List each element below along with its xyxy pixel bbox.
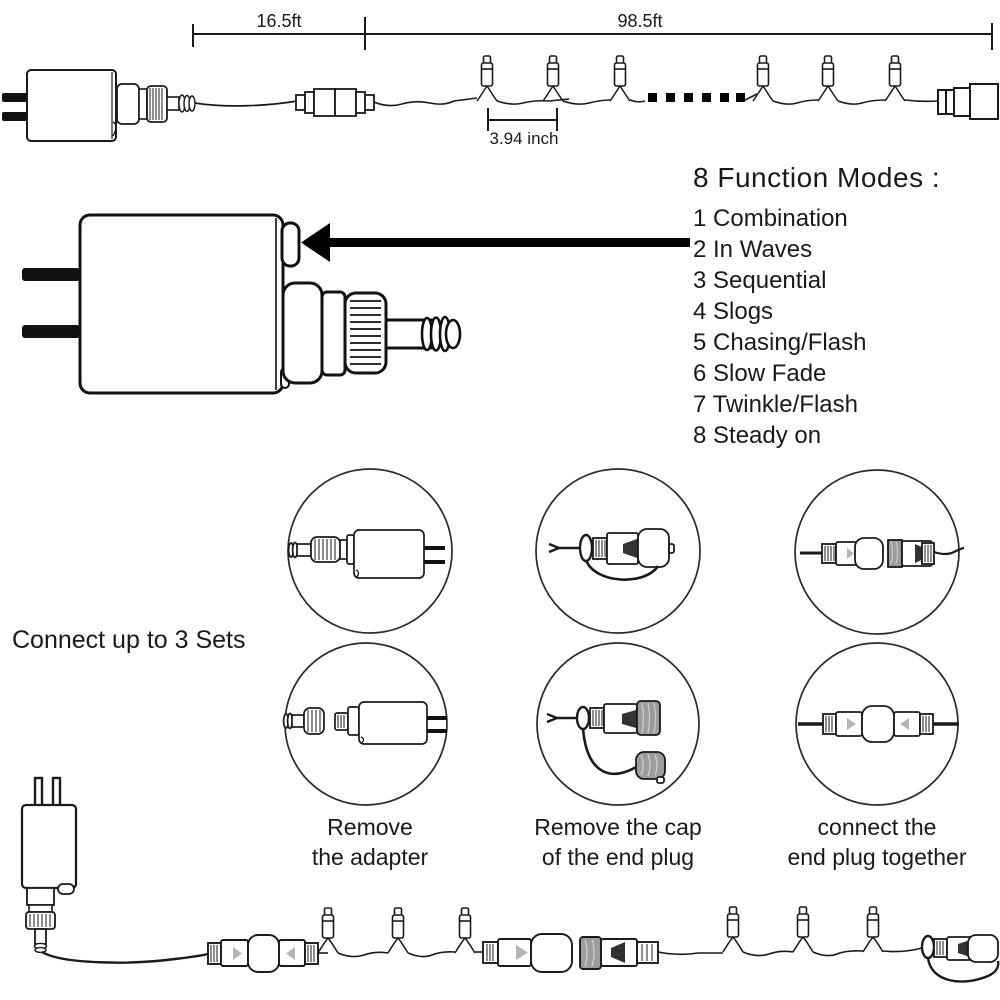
step-circles — [284, 468, 960, 806]
end-plug — [937, 83, 999, 120]
caption-line: Remove — [327, 814, 413, 840]
bulb — [391, 907, 405, 939]
mode-item-2: 2 In Waves — [693, 236, 813, 263]
prong — [22, 325, 80, 338]
adapter-cable — [41, 950, 209, 964]
inline-connector — [295, 88, 375, 117]
adapter-detail-diagram — [22, 213, 690, 395]
lead-wire — [194, 100, 298, 107]
mode-item-7: 7 Twinkle/Flash — [693, 391, 858, 418]
bulb — [796, 906, 810, 938]
mode-item-3: 3 Sequential — [693, 267, 827, 294]
prong — [22, 268, 80, 281]
knob-ribs — [29, 914, 51, 927]
step-caption-remove-adapter: Remove the adapter — [240, 812, 500, 872]
circle-endplug-capped — [548, 528, 675, 581]
adapter-body — [78, 213, 285, 395]
plug-a — [482, 933, 573, 973]
lead-length-label: 16.5ft — [256, 11, 301, 31]
continuation-dots — [648, 93, 745, 102]
caption-line: the adapter — [311, 844, 429, 870]
circle-plugs-apart — [800, 537, 965, 570]
circle-adapter-assembled — [287, 529, 445, 579]
mode-item-5: 5 Chasing/Flash — [693, 329, 867, 356]
bulb-leads — [476, 85, 906, 102]
knob-ribs — [149, 88, 163, 120]
connection-steps-diagram — [282, 468, 965, 806]
bulb — [726, 906, 740, 938]
bulb — [888, 55, 902, 87]
step-caption-connect-plugs: connect the end plug together — [747, 812, 1000, 872]
plug-b — [579, 936, 659, 970]
pointer-arrow — [301, 223, 690, 262]
step-caption-remove-cap: Remove the cap of the end plug — [488, 812, 748, 872]
mode-item-4: 4 Slogs — [693, 298, 774, 325]
connected-plug-pair — [207, 934, 319, 973]
caption-line: end plug together — [787, 844, 967, 870]
bulb — [458, 907, 472, 939]
dimension-lines — [192, 17, 993, 50]
bulb — [321, 907, 335, 939]
connected-strand-diagram — [20, 776, 1000, 983]
bulb-spacing-bracket — [487, 108, 558, 131]
knob-ribs — [350, 300, 381, 365]
caption-line: Remove the cap — [534, 814, 702, 840]
circle-adapter-removed — [282, 701, 447, 745]
caption-line: connect the — [817, 814, 937, 840]
light-string-wire — [657, 947, 923, 957]
bulb — [613, 55, 627, 87]
mode-item-8: 8 Steady on — [693, 422, 822, 449]
end-plug-tethered — [920, 934, 1000, 983]
string-length-label: 98.5ft — [617, 11, 662, 31]
caption-line: of the end plug — [541, 844, 695, 870]
power-adapter-vertical — [20, 776, 78, 954]
bulb — [866, 906, 880, 938]
bulb-leads — [722, 936, 884, 953]
dimension-strand-diagram: 16.5ft 98.5ft — [2, 11, 999, 148]
bulb-spacing-label: 3.94 inch — [490, 129, 559, 148]
function-modes-title: 8 Function Modes : — [693, 162, 941, 193]
bulb — [821, 55, 835, 87]
circle-cap-removed — [546, 700, 666, 784]
screw-connector — [281, 281, 462, 385]
bulb — [546, 55, 560, 87]
mode-item-1: 1 Combination — [693, 205, 848, 232]
connect-sets-heading: Connect up to 3 Sets — [12, 626, 246, 654]
power-adapter-small — [2, 69, 196, 142]
mode-item-6: 6 Slow Fade — [693, 360, 827, 387]
mode-button — [280, 221, 301, 268]
bulb-leads — [317, 937, 476, 954]
bulb — [756, 55, 770, 87]
function-modes-panel: 8 Function Modes : 1 Combination 2 In Wa… — [693, 162, 993, 451]
circle-plugs-connected — [798, 705, 959, 743]
bulb — [480, 55, 494, 87]
light-string-wire — [318, 951, 483, 958]
